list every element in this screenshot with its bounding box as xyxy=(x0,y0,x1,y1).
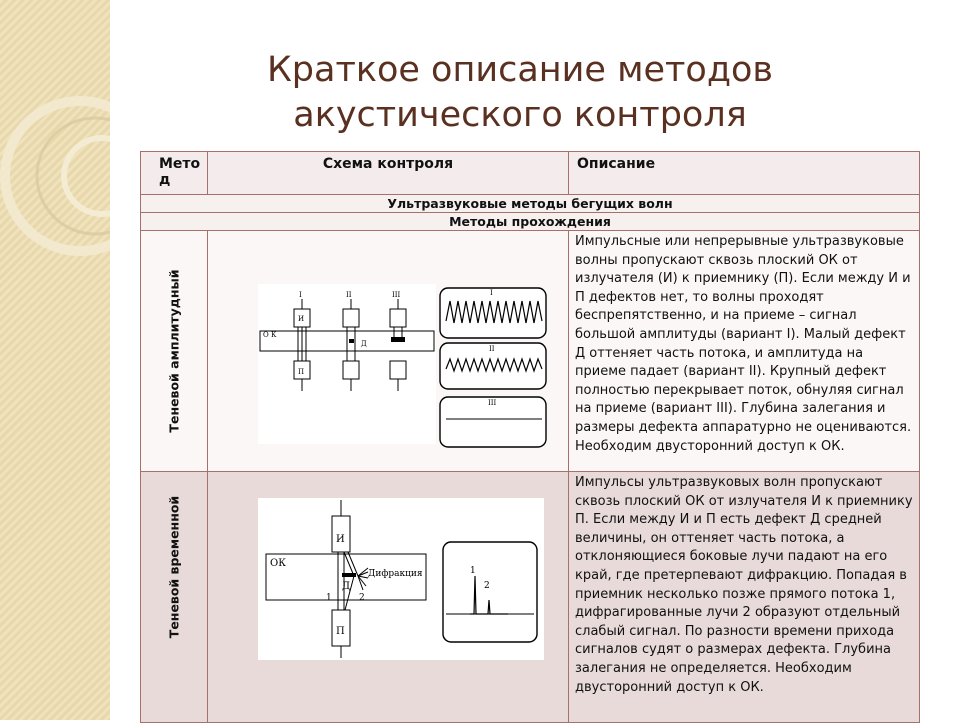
shadow-amplitude-diagram: I II III О К Д И П xyxy=(258,284,547,448)
decorative-side-panel xyxy=(0,0,110,720)
ray-1-label: 1 xyxy=(326,593,332,603)
variant-label: III xyxy=(392,291,401,299)
linen-texture xyxy=(0,0,110,720)
table-row: Теневой амплитудный xyxy=(140,230,920,472)
section-row-running-waves: Ультразвуковые методы бегущих волн xyxy=(140,194,920,213)
object-label: ОК xyxy=(270,558,286,569)
variant-label: II xyxy=(346,291,352,299)
header-method: Мето д xyxy=(140,151,208,195)
shadow-time-diagram: И П ОК Д Дифракция 1 2 1 2 xyxy=(258,498,544,660)
ray-2-label: 2 xyxy=(359,593,365,603)
screen-variant-label: III xyxy=(488,399,497,407)
emitter-label: И xyxy=(298,315,304,323)
table-header-row: Мето д Схема контроля Описание xyxy=(140,151,920,195)
section-transmission: Методы прохождения xyxy=(140,212,920,231)
header-description: Описание xyxy=(568,151,920,195)
emitter-label: И xyxy=(336,534,345,545)
variant-label: I xyxy=(299,291,302,299)
screen-variant-label: I xyxy=(490,289,493,297)
description-cell: Импульсные или непрерывные ультразвуковы… xyxy=(568,230,920,472)
decorative-rings xyxy=(0,96,110,256)
method-name: Теневой амплитудный xyxy=(166,269,182,433)
diffraction-label: Дифракция xyxy=(368,569,423,579)
signal-2-label: 2 xyxy=(484,581,490,591)
page-title: Краткое описание методов акустического к… xyxy=(266,50,774,135)
receiver-label: П xyxy=(298,368,304,376)
table-row: Теневой временной xyxy=(140,471,920,723)
header-method-label: Мето д xyxy=(159,156,201,188)
method-description: Импульсы ультразвуковых волн пропускают … xyxy=(575,475,913,695)
defect-label: Д xyxy=(361,340,367,348)
method-cell: Теневой временной xyxy=(140,471,208,723)
signal-1-label: 1 xyxy=(470,566,476,576)
object-label: О К xyxy=(263,331,277,339)
header-scheme-label: Схема контроля xyxy=(322,156,454,172)
method-name: Теневой временной xyxy=(166,495,182,639)
receiver-label: П xyxy=(336,626,345,637)
method-description: Импульсные или непрерывные ультразвуковы… xyxy=(575,234,912,454)
screen-variant-label: II xyxy=(489,345,495,353)
method-cell: Теневой амплитудный xyxy=(140,230,208,472)
methods-table: Мето д Схема контроля Описание Ультразву… xyxy=(140,151,920,723)
scheme-cell: И П ОК Д Дифракция 1 2 1 2 xyxy=(207,471,569,723)
header-scheme: Схема контроля xyxy=(207,151,569,195)
defect-label: Д xyxy=(342,581,350,592)
header-description-label: Описание xyxy=(577,156,656,172)
scheme-cell: I II III О К Д И П xyxy=(207,230,569,472)
description-cell: Импульсы ультразвуковых волн пропускают … xyxy=(568,471,920,723)
section-running-waves: Ультразвуковые методы бегущих волн xyxy=(140,194,920,213)
section-row-transmission: Методы прохождения xyxy=(140,212,920,231)
